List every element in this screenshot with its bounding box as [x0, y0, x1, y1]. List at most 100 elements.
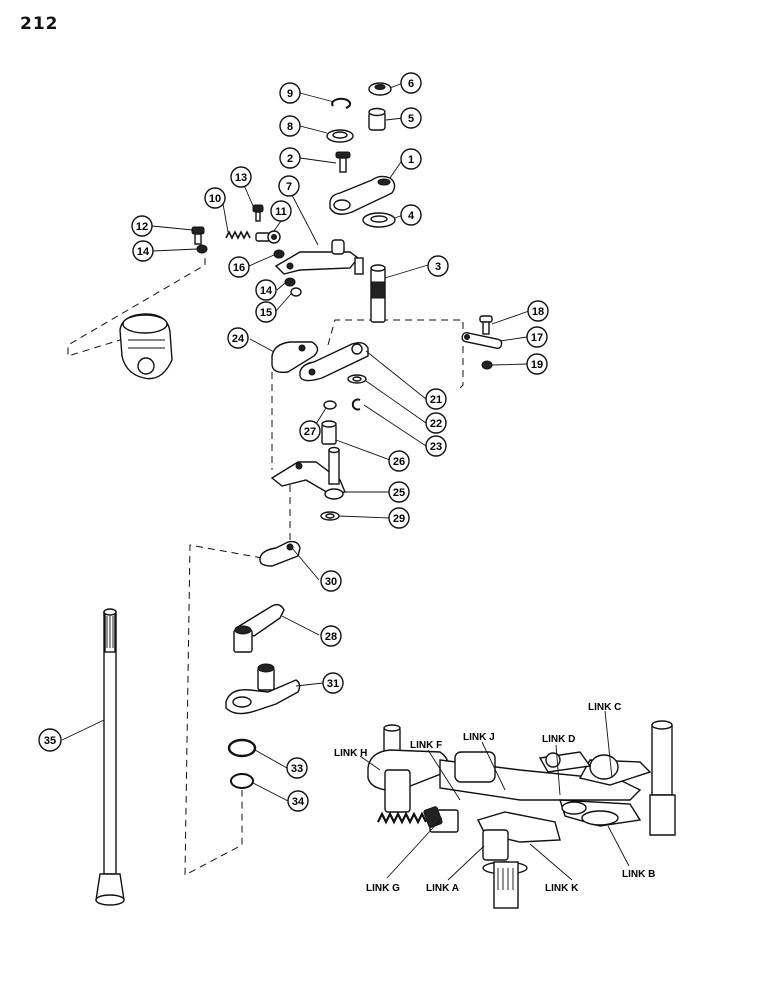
svg-text:25: 25 [393, 487, 405, 499]
svg-text:13: 13 [235, 172, 247, 184]
part-10-spring [225, 230, 251, 240]
callout-4: 4 [400, 204, 422, 226]
svg-text:14: 14 [260, 285, 273, 297]
callout-23: 23 [425, 435, 447, 457]
callout-26: 26 [388, 450, 410, 472]
label-link-f: LINK F [410, 740, 442, 751]
svg-text:34: 34 [292, 796, 305, 808]
callout-35: 35 [38, 728, 62, 752]
part-25-shaft-lever [270, 446, 346, 500]
svg-text:17: 17 [531, 332, 543, 344]
dash-right-loop [327, 319, 464, 391]
part-4-washer [362, 212, 396, 228]
part-27-nut [323, 400, 337, 410]
svg-text:3: 3 [435, 261, 441, 273]
svg-text:23: 23 [430, 441, 442, 453]
svg-text:26: 26 [393, 456, 405, 468]
svg-text:27: 27 [304, 426, 316, 438]
housing-fragment [119, 313, 173, 380]
callout-10: 10 [204, 187, 226, 209]
label-link-k: LINK K [545, 883, 579, 894]
svg-text:12: 12 [136, 221, 148, 233]
dashed-connections [67, 258, 464, 876]
callout-21: 21 [425, 388, 447, 410]
svg-text:16: 16 [233, 262, 245, 274]
adjusting-screw-thread [377, 811, 427, 825]
leader-lines [61, 82, 630, 881]
part-6-nut [368, 82, 392, 96]
callout-25: 25 [388, 481, 410, 503]
callout-8: 8 [279, 115, 301, 137]
svg-text:33: 33 [291, 763, 303, 775]
linkage-assembly [367, 720, 676, 909]
svg-text:10: 10 [209, 193, 221, 205]
part-24-lever [271, 341, 319, 374]
svg-text:2: 2 [287, 153, 293, 165]
part-15-washer [290, 287, 302, 297]
link-labels: LINK C LINK H LINK F LINK J LINK D LINK … [334, 702, 655, 894]
part-18-bolt [479, 315, 493, 335]
callout-22: 22 [425, 412, 447, 434]
callout-6: 6 [400, 72, 422, 94]
part-30-lever [259, 540, 301, 567]
callout-14-upper: 14 [132, 240, 154, 262]
callout-13: 13 [230, 166, 252, 188]
part-33-seal [227, 738, 257, 758]
svg-text:6: 6 [408, 78, 414, 90]
callout-9: 9 [279, 82, 301, 104]
label-link-g: LINK G [366, 883, 400, 894]
callout-11: 11 [270, 200, 292, 222]
svg-text:8: 8 [287, 121, 293, 133]
part-17-link [461, 331, 503, 350]
part-13-screw [252, 204, 264, 222]
part-14-nut-upper [196, 244, 208, 254]
part-8-washer [326, 129, 354, 143]
label-link-c: LINK C [588, 702, 621, 713]
svg-text:30: 30 [325, 576, 337, 588]
svg-text:15: 15 [260, 307, 272, 319]
callout-2: 2 [279, 147, 301, 169]
svg-text:18: 18 [532, 306, 544, 318]
part-22-washer [347, 374, 367, 384]
label-link-d: LINK D [542, 734, 575, 745]
part-7-lever [274, 239, 364, 275]
callout-27: 27 [299, 420, 321, 442]
label-link-a: LINK A [426, 883, 459, 894]
callout-7: 7 [278, 175, 300, 197]
svg-text:4: 4 [408, 210, 415, 222]
part-9-snap-ring [331, 97, 352, 109]
part-26-sleeve [321, 420, 337, 445]
svg-text:1: 1 [408, 154, 414, 166]
callout-29: 29 [388, 507, 410, 529]
callout-30: 30 [320, 570, 342, 592]
callout-34: 34 [287, 790, 309, 812]
part-1-arm [329, 175, 396, 215]
callout-3: 3 [427, 255, 449, 277]
svg-text:5: 5 [408, 113, 414, 125]
svg-text:9: 9 [287, 88, 293, 100]
part-35-shaft [95, 608, 125, 906]
svg-text:21: 21 [430, 394, 442, 406]
parts [95, 82, 503, 906]
callout-14-lower: 14 [255, 279, 277, 301]
part-21-lever [299, 341, 369, 382]
page-number: 212 [20, 14, 59, 34]
callout-28: 28 [320, 625, 342, 647]
callout-15: 15 [255, 301, 277, 323]
callout-12: 12 [131, 215, 153, 237]
part-31-fork-lever [225, 663, 301, 715]
label-link-b: LINK B [622, 869, 655, 880]
svg-text:22: 22 [430, 418, 442, 430]
part-19-nut [481, 360, 493, 370]
dash-big-loop [184, 544, 263, 876]
callout-19: 19 [526, 353, 548, 375]
svg-text:14: 14 [137, 246, 150, 258]
part-11-rod-end [255, 230, 281, 244]
part-5-bushing [368, 107, 386, 131]
part-3-shaft [370, 264, 386, 323]
svg-text:28: 28 [325, 631, 337, 643]
callout-1: 1 [400, 148, 422, 170]
svg-text:11: 11 [275, 206, 287, 218]
